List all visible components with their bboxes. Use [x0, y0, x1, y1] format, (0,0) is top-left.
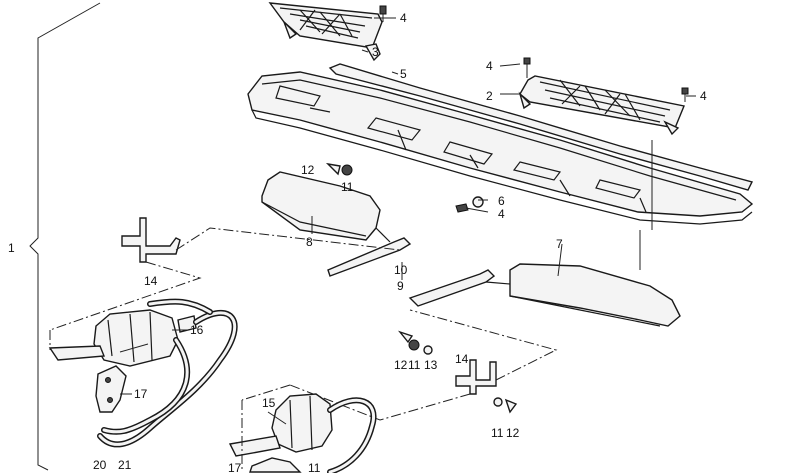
- assembly-bracket: [29, 2, 101, 471]
- callout-8: 8: [306, 235, 313, 249]
- callout-11: 11: [408, 358, 421, 372]
- callout-11: 11: [491, 426, 504, 440]
- callout-12: 12: [301, 163, 315, 177]
- callout-3: 3: [372, 45, 379, 59]
- callout-12: 12: [394, 358, 408, 372]
- callout-10: 10: [394, 263, 408, 277]
- callout-15: 15: [262, 396, 276, 410]
- part-7-duct: [408, 263, 681, 327]
- screws: [379, 5, 689, 213]
- fasteners-upper-left: [325, 162, 353, 176]
- fasteners-lower-right: [397, 330, 518, 414]
- part-8-duct: [261, 171, 412, 277]
- part-16-pump: [48, 298, 238, 448]
- part-5-panel: [247, 63, 754, 225]
- part-3-grille: [268, 2, 383, 62]
- part-17-bracket-left: [95, 365, 127, 413]
- callout-17: 17: [228, 461, 242, 473]
- callout-4: 4: [486, 59, 493, 73]
- leader-lines: [119, 17, 696, 425]
- callout-13: 13: [424, 358, 438, 372]
- callout-20: 20: [93, 458, 107, 472]
- callout-21: 21: [118, 458, 132, 472]
- callout-1: 1: [8, 241, 15, 255]
- callout-12: 12: [506, 426, 520, 440]
- callout-4: 4: [700, 89, 707, 103]
- part-15-pump: [228, 393, 377, 473]
- callout-4: 4: [400, 11, 407, 25]
- callout-5: 5: [400, 67, 407, 81]
- part-14-bracket-left: [49, 217, 401, 331]
- dash-connectors: [49, 140, 653, 470]
- callout-11: 11: [308, 461, 321, 473]
- callout-9: 9: [397, 279, 404, 293]
- callout-16: 16: [190, 323, 204, 337]
- callout-2: 2: [486, 89, 493, 103]
- callout-17: 17: [134, 387, 148, 401]
- callout-6: 6: [498, 194, 505, 208]
- callout-7: 7: [556, 237, 563, 251]
- callout-14: 14: [144, 274, 158, 288]
- callout-11: 11: [341, 180, 354, 194]
- callout-14: 14: [455, 352, 469, 366]
- callout-4: 4: [498, 207, 505, 221]
- part-2-grille: [518, 75, 685, 136]
- part-14-bracket-right: [289, 309, 558, 421]
